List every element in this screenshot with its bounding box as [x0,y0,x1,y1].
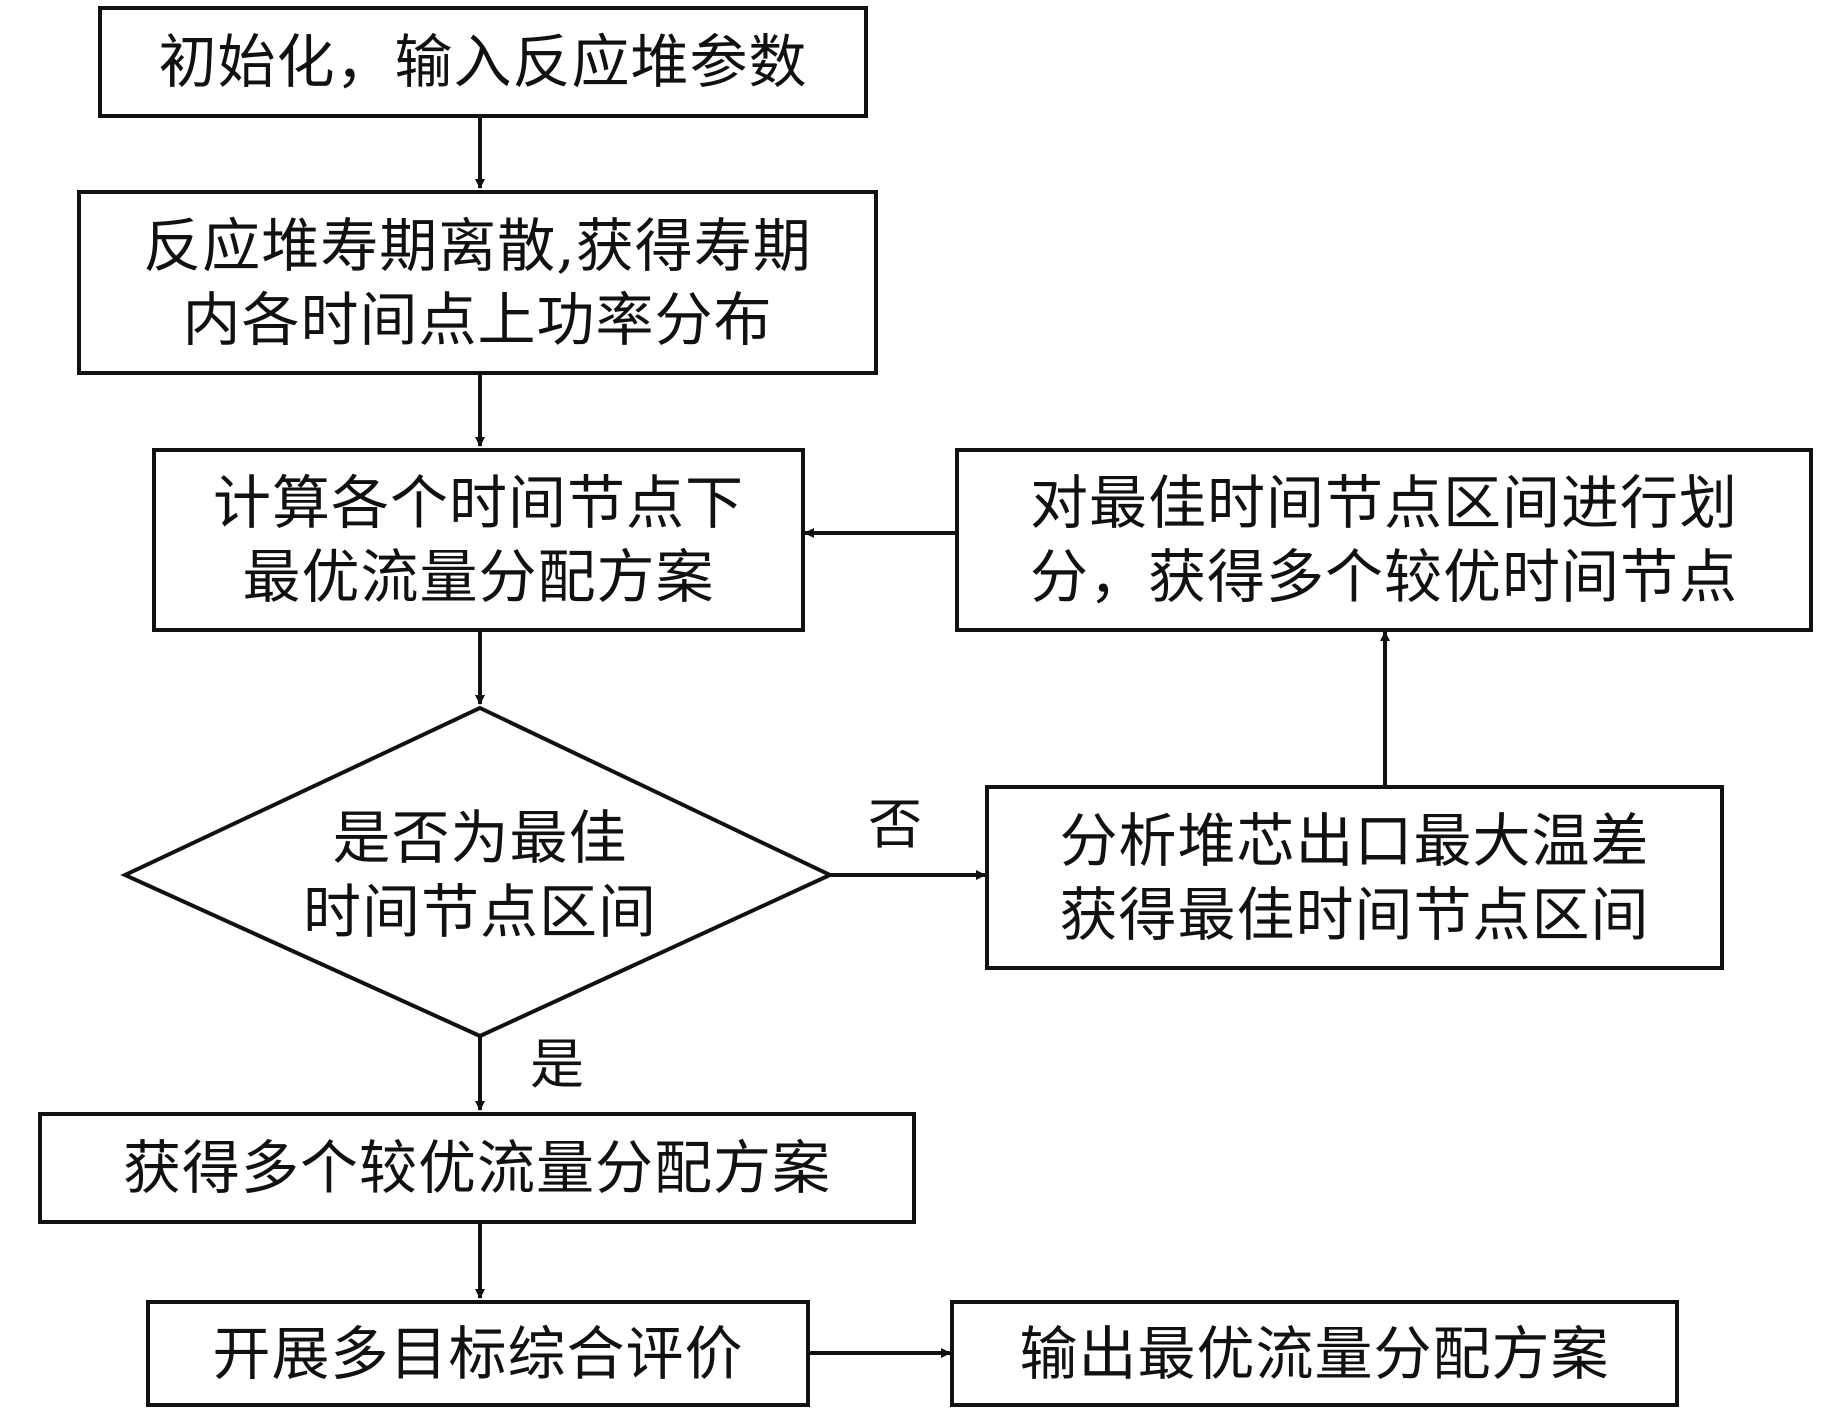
node-decision-line-2: 时间节点区间 [302,878,657,946]
node-discretize-line-1: 反应堆寿期离散,获得寿期 [143,211,812,280]
node-analyze-line-1: 分析堆芯出口最大温差 [1059,806,1650,875]
node-discretize: 反应堆寿期离散,获得寿期 内各时间点上功率分布 [77,190,878,375]
node-init-line-1: 初始化，输入反应堆参数 [158,28,808,96]
node-init: 初始化，输入反应堆参数 [98,6,868,118]
node-analyze: 分析堆芯出口最大温差 获得最佳时间节点区间 [985,785,1724,970]
node-evaluate: 开展多目标综合评价 [146,1300,810,1407]
node-multi-line-1: 获得多个较优流量分配方案 [122,1134,831,1202]
node-output-line-1: 输出最优流量分配方案 [1019,1319,1610,1388]
node-multi: 获得多个较优流量分配方案 [38,1112,916,1224]
edge-label-yes: 是 [530,1033,584,1096]
node-output: 输出最优流量分配方案 [950,1300,1679,1407]
node-divide: 对最佳时间节点区间进行划 分，获得多个较优时间节点 [955,448,1813,632]
node-compute: 计算各个时间节点下 最优流量分配方案 [152,448,805,632]
node-divide-line-1: 对最佳时间节点区间进行划 [1029,469,1738,537]
node-discretize-line-2: 内各时间点上功率分布 [182,285,773,354]
decision-diamond [120,705,835,1039]
node-evaluate-line-1: 开展多目标综合评价 [212,1319,744,1388]
edge-label-no: 否 [868,793,922,856]
node-compute-line-2: 最优流量分配方案 [242,543,715,611]
node-divide-line-2: 分，获得多个较优时间节点 [1029,543,1738,611]
node-decision-text: 是否为最佳 时间节点区间 [220,785,740,965]
node-analyze-line-2: 获得最佳时间节点区间 [1059,880,1650,949]
node-decision-line-1: 是否为最佳 [332,804,628,872]
node-compute-line-1: 计算各个时间节点下 [212,469,744,537]
